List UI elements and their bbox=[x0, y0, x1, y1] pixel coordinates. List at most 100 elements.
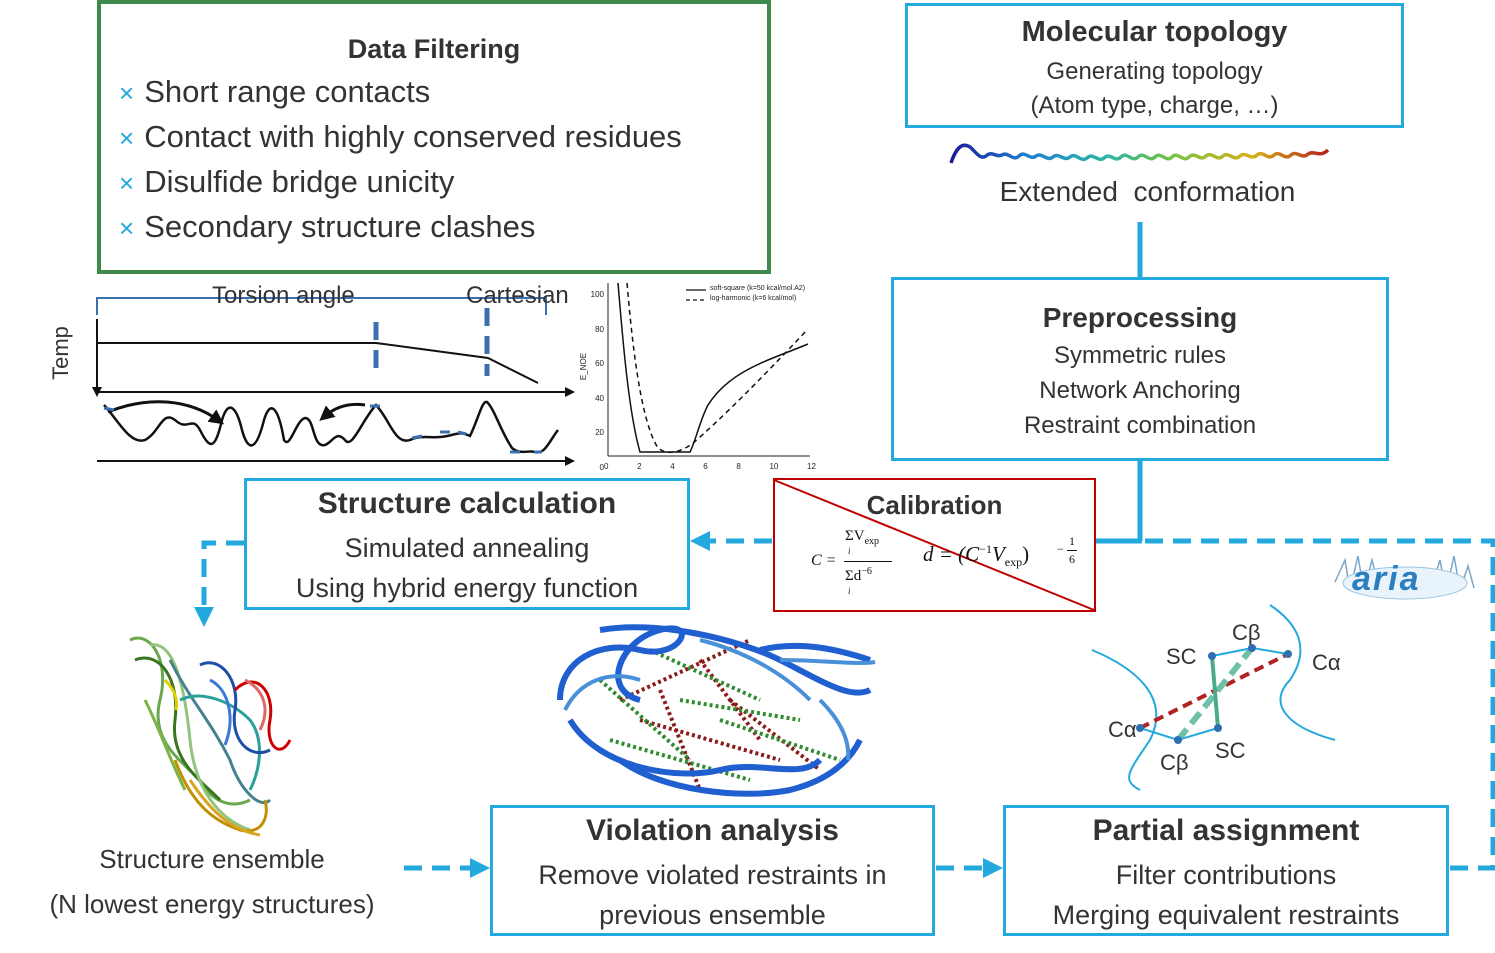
structure-calculation-line2: Using hybrid energy function bbox=[295, 573, 639, 603]
temperature-schedule-line bbox=[97, 342, 539, 384]
extended-conformation-label: Extended conformation bbox=[999, 176, 1296, 207]
energy-plot-y-ticks: 100 80 60 40 20 0 bbox=[588, 278, 604, 485]
loop-arrow-assignment-return bbox=[1142, 538, 1495, 871]
x-tick: 2 bbox=[637, 462, 642, 471]
y-tick: 100 bbox=[590, 290, 604, 299]
y-tick: 40 bbox=[595, 393, 604, 403]
move-arrow-1 bbox=[107, 400, 225, 425]
formula-d-v-sub: exp bbox=[1004, 555, 1023, 570]
calibration-title: Calibration bbox=[866, 490, 1003, 520]
move-arrow-2 bbox=[319, 402, 366, 421]
cross-icon: × bbox=[119, 168, 135, 198]
y-tick: 80 bbox=[595, 324, 604, 334]
label-sc-bottom: SC bbox=[1215, 738, 1246, 763]
violation-analysis-line2: previous ensemble bbox=[599, 900, 826, 930]
filter-item-disulfide: × Disulfide bridge unicity bbox=[119, 164, 454, 200]
formula-d-v: V bbox=[991, 542, 1005, 566]
energy-potential-plot bbox=[607, 282, 810, 457]
energy-plot-legend-1: soft-square (k=50 kcal/mol.A2) bbox=[710, 285, 806, 292]
partial-assignment-title: Partial assignment bbox=[1092, 814, 1360, 847]
partial-assignment-line1: Filter contributions bbox=[1115, 860, 1337, 890]
log-harmonic-curve bbox=[626, 282, 809, 454]
formula-c-numerator: ΣVexp bbox=[845, 528, 879, 547]
x-tick: 12 bbox=[807, 462, 816, 471]
structure-calculation-title: Structure calculation bbox=[317, 487, 617, 520]
formula-num-index: i bbox=[848, 546, 851, 556]
data-filtering-title: Data Filtering bbox=[347, 34, 521, 64]
formula-num: ΣV bbox=[845, 528, 865, 544]
formula-d-close: ) bbox=[1022, 542, 1030, 566]
partial-assignment-box: Partial assignment Filter contributions … bbox=[1003, 805, 1449, 936]
x-tick: 10 bbox=[769, 462, 779, 471]
structure-calculation-line1: Simulated annealing bbox=[344, 533, 590, 563]
state-markers bbox=[103, 404, 542, 454]
soft-square-curve bbox=[617, 282, 809, 453]
calibration-box: Calibration C = ΣVexp i Σd−6 i d = (C−1V… bbox=[773, 478, 1096, 612]
formula-exp-bar bbox=[1067, 550, 1077, 551]
calibration-formula-c: C = ΣVexp i Σd−6 i bbox=[811, 526, 921, 602]
cross-icon: × bbox=[119, 78, 135, 108]
formula-exp-sign: − bbox=[1057, 542, 1064, 556]
preprocessing-line-restraint: Restraint combination bbox=[1023, 412, 1257, 439]
aria-logo bbox=[1334, 555, 1475, 600]
cartesian-label: Cartesian bbox=[466, 282, 569, 309]
violation-analysis-title: Violation analysis bbox=[586, 814, 839, 847]
violation-analysis-box: Violation analysis Remove violated restr… bbox=[490, 805, 935, 936]
filter-item-secondary: × Secondary structure clashes bbox=[119, 209, 535, 245]
energy-plot-y-label: E_NOE bbox=[579, 352, 589, 381]
formula-exp-num: 1 bbox=[1069, 534, 1075, 548]
x-tick: 0 bbox=[604, 462, 609, 471]
label-calpha-right: Cα bbox=[1312, 650, 1341, 675]
calibration-exponent: − 1 6 bbox=[1057, 534, 1081, 574]
torsion-bracket bbox=[96, 297, 547, 315]
filter-item-label: Disulfide bridge unicity bbox=[144, 164, 455, 199]
x-tick: 6 bbox=[703, 462, 708, 471]
label-cbeta-top: Cβ bbox=[1232, 620, 1261, 645]
label-calpha-left: Cα bbox=[1108, 717, 1137, 742]
filter-item-label: Secondary structure clashes bbox=[144, 209, 536, 244]
formula-d: d = (C bbox=[923, 542, 980, 566]
violation-protein-image bbox=[557, 624, 876, 797]
molecular-topology-box: Molecular topology Generating topology (… bbox=[905, 3, 1404, 128]
data-filtering-box: Data Filtering × Short range contacts × Co… bbox=[97, 0, 771, 274]
structure-ensemble-line2: (N lowest energy structures) bbox=[49, 889, 375, 919]
formula-den: Σd bbox=[845, 568, 862, 584]
assignment-diagram bbox=[1091, 604, 1336, 791]
temp-axis-label: Temp bbox=[47, 326, 73, 380]
molecular-topology-line2: (Atom type, charge, …) bbox=[1030, 92, 1279, 119]
cross-icon: × bbox=[119, 123, 135, 153]
preprocessing-title: Preprocessing bbox=[1042, 302, 1238, 333]
filter-item-label: Contact with highly conserved residues bbox=[144, 119, 682, 154]
formula-exp-den: 6 bbox=[1069, 552, 1075, 566]
filter-item-short-range: × Short range contacts bbox=[119, 74, 430, 110]
x-tick: 8 bbox=[736, 462, 741, 471]
annealing-schedule-plot bbox=[92, 297, 575, 466]
formula-c-fraction-bar bbox=[844, 561, 892, 562]
formula-den-index: i bbox=[848, 586, 851, 596]
extended-conformation-curve bbox=[949, 143, 1330, 164]
energy-plot-legend-2: log-harmonic (k=6 kcal/mol) bbox=[710, 295, 797, 302]
label-cbeta-bottom: Cβ bbox=[1160, 750, 1189, 775]
x-tick: 4 bbox=[670, 462, 675, 471]
formula-den-sup: −6 bbox=[861, 566, 872, 577]
filter-item-label: Short range contacts bbox=[144, 74, 431, 109]
violation-analysis-line1: Remove violated restraints in bbox=[538, 860, 887, 890]
molecular-topology-line1: Generating topology bbox=[1046, 58, 1263, 85]
formula-d-sup: −1 bbox=[979, 542, 992, 556]
structure-calculation-box: Structure calculation Simulated annealin… bbox=[244, 478, 690, 610]
torsion-angle-label: Torsion angle bbox=[212, 282, 355, 309]
formula-c-denominator: Σd−6 bbox=[845, 566, 872, 585]
cross-icon: × bbox=[119, 213, 135, 243]
filter-item-conserved: × Contact with highly conserved residues bbox=[119, 119, 682, 155]
structure-ensemble-line1: Structure ensemble bbox=[99, 844, 325, 874]
energy-plot-x-ticks: 0 2 4 6 8 10 12 bbox=[604, 462, 816, 471]
y-tick: 20 bbox=[595, 428, 604, 437]
structure-ensemble-image bbox=[129, 636, 292, 837]
loop-arrow-structure-to-ensemble bbox=[194, 540, 244, 627]
formula-c-label: C = bbox=[811, 552, 837, 569]
molecular-topology-title: Molecular topology bbox=[1021, 16, 1288, 48]
calibration-crossout bbox=[773, 479, 1095, 611]
calibration-formula-d: d = (C−1Vexp) bbox=[923, 542, 1029, 570]
label-sc-top: SC bbox=[1166, 644, 1197, 669]
